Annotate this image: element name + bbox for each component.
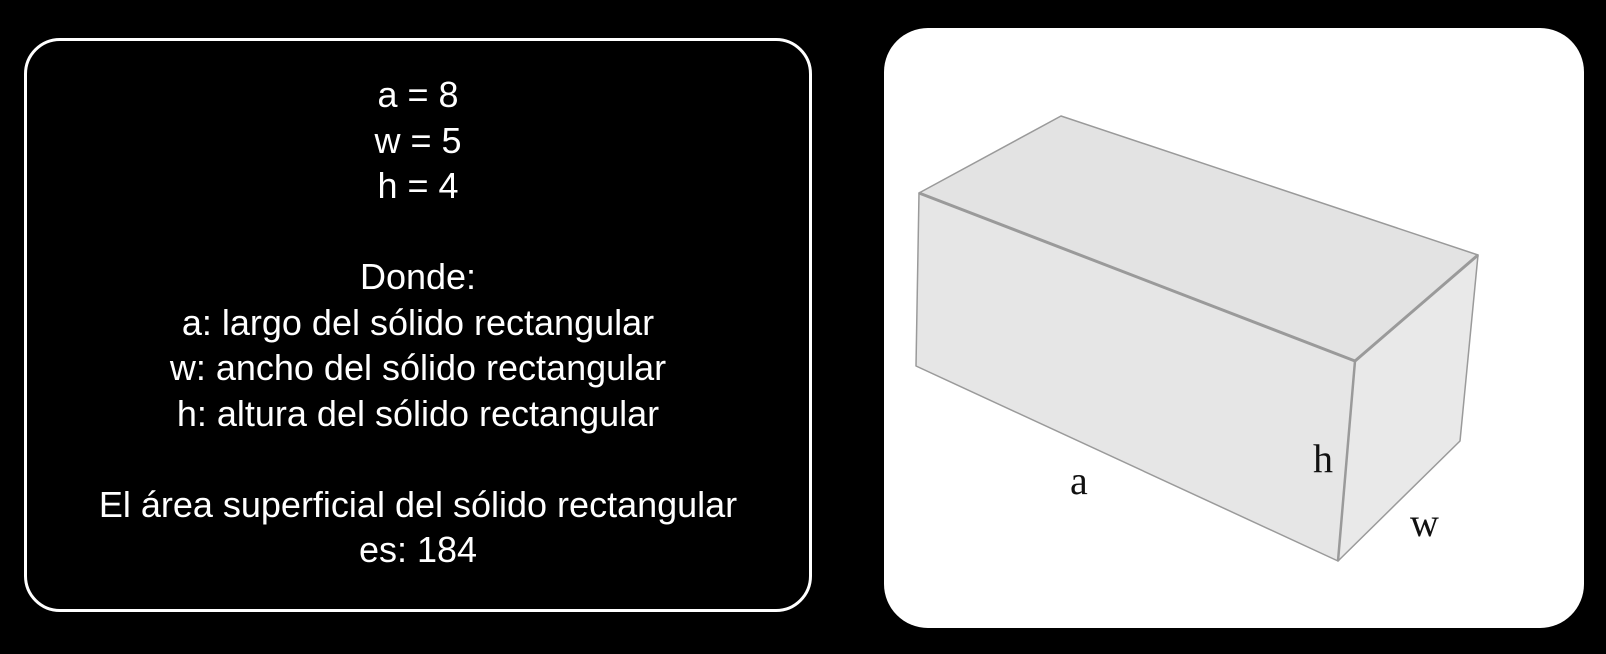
- legend-heading: Donde:: [359, 256, 477, 297]
- top-front-edge: [918, 191, 1356, 363]
- value-w: w = 5: [374, 119, 462, 161]
- label-a: a: [1070, 458, 1088, 503]
- vertical-front-edge: [1336, 360, 1357, 562]
- value-a: a = 8: [377, 74, 459, 115]
- top-right-edge: [1354, 253, 1479, 363]
- rectangular-solid-diagram: a h w: [915, 115, 1479, 562]
- result-line-2: es: 184: [358, 529, 478, 570]
- legend-a: a: largo del sólido rectangular: [181, 301, 655, 343]
- spacer: [27, 209, 809, 255]
- legend-w: w: ancho del sólido rectangular: [169, 347, 667, 388]
- spacer: [27, 436, 809, 482]
- value-h: h = 4: [377, 165, 459, 206]
- legend-h: h: altura del sólido rectangular: [176, 392, 660, 434]
- diagram-panel: a h w: [884, 28, 1584, 628]
- result-line-1: El área superficial del sólido rectangul…: [98, 483, 738, 525]
- label-h: h: [1313, 436, 1333, 481]
- info-panel: a = 8 w = 5 h = 4 Donde: a: largo del só…: [24, 38, 812, 612]
- label-w: w: [1410, 500, 1439, 545]
